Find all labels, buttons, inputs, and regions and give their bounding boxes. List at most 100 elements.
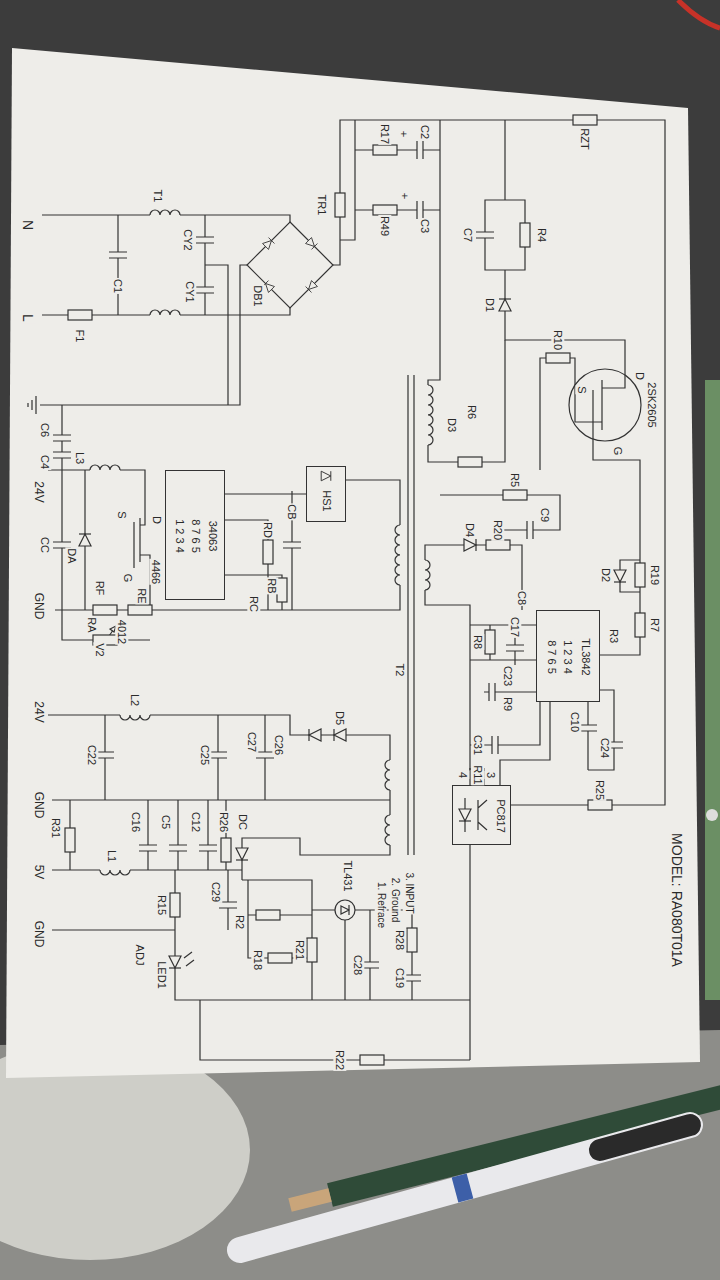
component-symbols	[100, 869, 130, 876]
pin-numbers: 1 2 3 4	[174, 518, 187, 554]
component-symbols	[486, 540, 510, 550]
component-label: C26	[273, 734, 286, 756]
component-label: S	[116, 510, 129, 519]
component-symbols	[385, 760, 392, 790]
component-label: RD	[262, 521, 275, 539]
component-symbols	[503, 490, 527, 500]
component-symbols	[321, 471, 331, 481]
photo-background	[678, 0, 720, 28]
circuit-wire	[428, 120, 440, 385]
part-number: PC817	[495, 798, 508, 834]
component-symbols	[614, 570, 626, 582]
pin-note: 1. Refrace	[375, 881, 387, 929]
component-symbols	[263, 540, 273, 564]
circuit-wire	[225, 480, 400, 610]
component-label: R7	[649, 617, 662, 633]
component-symbols	[407, 928, 417, 952]
component-label: L3	[74, 451, 87, 465]
component-symbols	[307, 938, 317, 962]
component-label: R22	[334, 1049, 347, 1071]
component-symbols	[198, 845, 218, 851]
component-symbols	[489, 682, 495, 702]
component-symbols	[505, 645, 525, 651]
component-label: R31	[50, 817, 63, 839]
component-symbols	[221, 838, 231, 862]
terminal-label: GND	[31, 592, 45, 621]
component-symbols	[527, 520, 533, 540]
component-label: C16	[130, 811, 143, 833]
component-label: DA	[66, 547, 79, 564]
pin-number: 3	[485, 771, 498, 779]
circuit-wire	[117, 215, 118, 315]
component-label: 4012	[116, 619, 129, 645]
photo-background	[6, 48, 700, 1078]
component-label: D4	[464, 522, 477, 538]
component-symbols	[373, 205, 397, 215]
terminal-label: GND	[31, 791, 45, 820]
component-label: C3	[419, 218, 432, 234]
component-label: R4	[536, 227, 549, 243]
pin-numbers: 1 2 3 4	[562, 639, 575, 675]
component-label: C2	[419, 124, 432, 140]
component-symbols	[108, 252, 128, 258]
component-label: D	[634, 371, 647, 381]
component-symbols	[485, 630, 495, 654]
component-symbols	[52, 435, 72, 441]
component-symbols	[236, 848, 248, 860]
component-symbols	[475, 232, 495, 238]
component-symbols	[169, 956, 181, 968]
part-number: 34063	[207, 520, 220, 553]
component-label: R25	[594, 779, 607, 801]
component-label: CY2	[182, 228, 195, 251]
pin-numbers: 8 7 6 5	[546, 639, 559, 675]
component-symbols	[373, 145, 397, 155]
optocoupler-box: PC817	[452, 785, 511, 845]
component-symbols	[120, 714, 150, 721]
circuit-wire	[205, 265, 228, 405]
component-label: C25	[199, 744, 212, 766]
circuit-wire	[333, 120, 665, 805]
component-symbols	[168, 845, 188, 851]
component-symbols	[128, 605, 152, 615]
component-symbols	[464, 539, 476, 551]
component-symbols	[459, 809, 471, 821]
component-label: R21	[294, 939, 307, 961]
component-label: 2SK2605	[646, 381, 659, 428]
component-symbols	[195, 237, 215, 243]
component-label: R8	[472, 634, 485, 650]
circuit-wire	[593, 420, 640, 655]
component-label: C17	[509, 616, 522, 638]
component-label: R10	[552, 329, 565, 351]
component-label: G	[122, 573, 135, 584]
circuit-wire	[408, 375, 414, 855]
component-symbols	[170, 893, 180, 917]
component-label: RB	[266, 577, 279, 594]
component-label: C24	[599, 737, 612, 759]
component-symbols	[263, 281, 275, 293]
pin-number: 4	[457, 771, 470, 779]
component-label: C22	[86, 744, 99, 766]
polarity-mark: +	[398, 130, 411, 138]
terminal-label: 24V	[31, 480, 45, 503]
circuit-wire	[48, 715, 390, 880]
component-label: G	[612, 446, 625, 457]
component-label: C12	[190, 811, 203, 833]
circuit-wire	[569, 369, 641, 441]
component-label: C29	[210, 881, 223, 903]
component-symbols	[195, 287, 215, 293]
circuit-wire	[184, 952, 194, 966]
component-label: S	[576, 385, 589, 394]
terminal-label: 5V	[31, 864, 45, 881]
circuit-wire	[52, 800, 470, 1000]
component-label: R11	[472, 764, 485, 785]
component-symbols	[520, 223, 530, 247]
component-symbols	[150, 310, 180, 317]
pin-numbers: 8 7 6 5	[190, 518, 203, 554]
component-label: C10	[569, 711, 582, 733]
component-symbols	[306, 281, 318, 293]
photo-background	[240, 1125, 690, 1250]
component-label: C19	[394, 967, 407, 989]
photo-background	[705, 380, 720, 1000]
component-label: LED1	[156, 960, 169, 990]
